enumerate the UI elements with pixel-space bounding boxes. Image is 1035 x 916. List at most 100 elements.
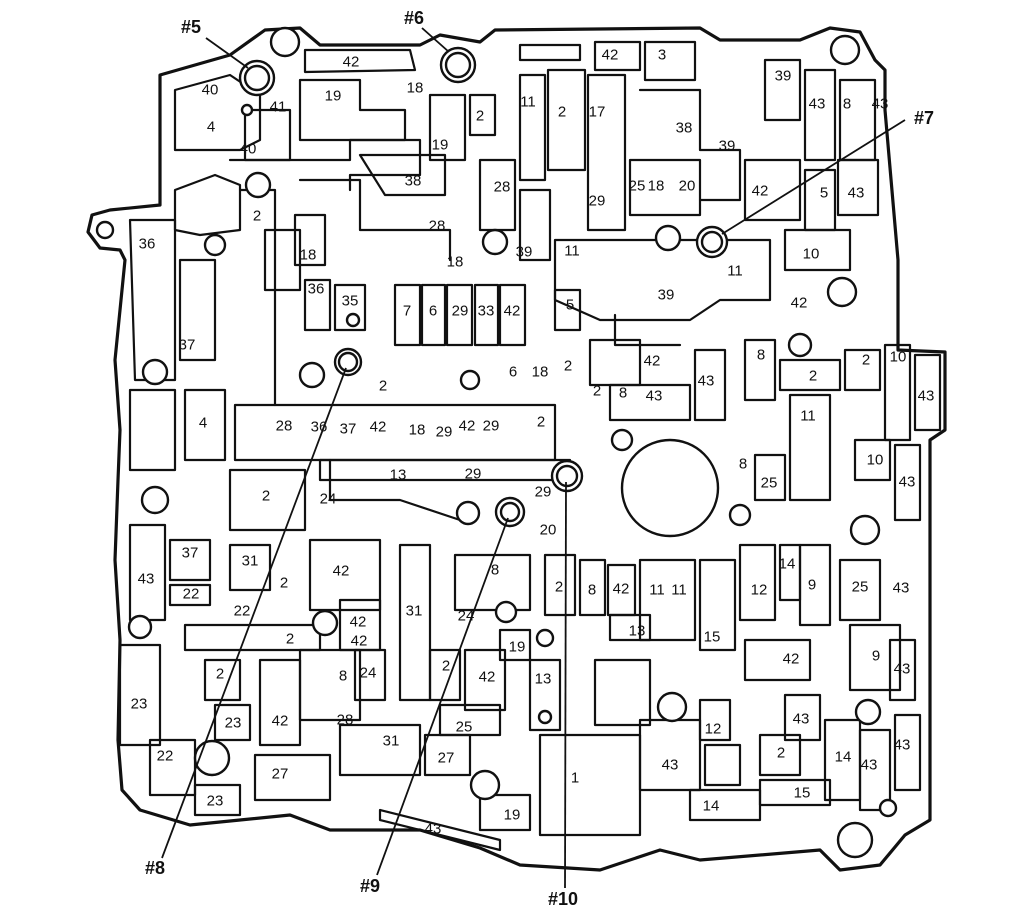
passage-label: 42: [350, 614, 367, 631]
passage-label: 43: [872, 96, 889, 113]
passage-label: 10: [890, 349, 907, 366]
passage-label: 22: [183, 586, 200, 603]
passage-label: 43: [809, 96, 826, 113]
passage-label: 40: [240, 141, 257, 158]
passage-label: 23: [131, 696, 148, 713]
passage-label: 8: [739, 456, 747, 473]
passage-label: 29: [483, 418, 500, 435]
passage-label: 43: [662, 757, 679, 774]
passage-label: 43: [646, 388, 663, 405]
passage-label: 2: [262, 488, 270, 505]
passage-label: 19: [325, 88, 342, 105]
passage-label: 31: [383, 733, 400, 750]
callout-8: #8: [145, 858, 165, 878]
passage-label: 8: [757, 347, 765, 364]
callout-rings: [238, 46, 729, 528]
passage-label: 14: [835, 749, 852, 766]
passage-label: 39: [719, 138, 736, 155]
passage-label: 25: [456, 719, 473, 736]
passage-label: 42: [351, 633, 368, 650]
passage-label: 11: [564, 243, 580, 260]
passage-label: 42: [783, 651, 800, 668]
passage-label: 25: [629, 178, 646, 195]
passage-label: 29: [436, 424, 453, 441]
passage-label: 42: [370, 419, 387, 436]
passage-label: 33: [478, 303, 495, 320]
passage-label: 5: [566, 297, 574, 314]
passage-label: 43: [918, 388, 935, 405]
passage-label: 5: [820, 185, 828, 202]
passage-label: 7: [403, 303, 411, 320]
passage-label: 18: [648, 178, 665, 195]
passage-label: 35: [342, 293, 359, 310]
passage-label: 43: [894, 661, 911, 678]
passage-label: 31: [406, 603, 423, 620]
callout-10: #10: [548, 889, 578, 909]
callout-9: #9: [360, 876, 380, 896]
passage-label: 43: [698, 373, 715, 390]
passage-label: 2: [216, 666, 224, 683]
passage-label: 11: [649, 582, 665, 599]
passage-label: 41: [270, 99, 287, 116]
passage-label: 42: [644, 353, 661, 370]
passage-label: 2: [564, 358, 572, 375]
passage-label: 22: [234, 603, 251, 620]
passage-label: 13: [390, 467, 407, 484]
passage-label: 42: [343, 54, 360, 71]
passage-label: 42: [602, 47, 619, 64]
passage-label: 23: [207, 793, 224, 810]
passage-label: 27: [272, 766, 289, 783]
passage-labels: 42 40 41 19 18 42 3 2 11 2 17 39 43 8 43…: [131, 47, 935, 838]
passage-label: 13: [535, 671, 552, 688]
passage-label: 2: [593, 383, 601, 400]
passage-label: 29: [535, 484, 552, 501]
passage-label: 29: [589, 193, 606, 210]
passage-label: 19: [432, 137, 449, 154]
passage-label: 4: [207, 119, 215, 136]
passage-label: 20: [540, 522, 557, 539]
passage-label: 43: [793, 711, 810, 728]
passage-label: 8: [588, 582, 596, 599]
passage-label: 43: [138, 571, 155, 588]
passage-label: 43: [425, 821, 442, 838]
passage-label: 38: [676, 120, 693, 137]
passage-label: 27: [438, 750, 455, 767]
passage-label: 4: [199, 415, 207, 432]
passage-label: 15: [704, 629, 721, 646]
passage-label: 3: [658, 47, 666, 64]
passage-label: 40: [202, 82, 219, 99]
passage-label: 1: [571, 770, 579, 787]
passage-label: 42: [459, 418, 476, 435]
passage-label: 10: [803, 246, 820, 263]
passage-label: 2: [558, 104, 566, 121]
passage-label: 2: [777, 745, 785, 762]
leader-lines: [161, 27, 906, 889]
passage-label: 36: [311, 419, 328, 436]
bolt-holes: [95, 26, 898, 859]
passage-label: 2: [253, 208, 261, 225]
callout-7: #7: [914, 108, 934, 128]
passage-label: 28: [276, 418, 293, 435]
passage-label: 24: [458, 608, 475, 625]
passage-label: 11: [671, 582, 687, 599]
passage-label: 18: [532, 364, 549, 381]
passage-label: 23: [225, 715, 242, 732]
passage-label: 31: [242, 553, 259, 570]
passage-label: 36: [139, 236, 156, 253]
passage-label: 8: [339, 668, 347, 685]
passage-label: 42: [504, 303, 521, 320]
passage-label: 2: [555, 579, 563, 596]
passage-label: 43: [848, 185, 865, 202]
passage-label: 39: [658, 287, 675, 304]
passage-label: 14: [779, 556, 796, 573]
passage-label: 24: [360, 665, 377, 682]
passage-label: 18: [447, 254, 464, 271]
passage-label: 39: [775, 68, 792, 85]
passage-label: 17: [589, 104, 606, 121]
passage-label: 2: [280, 575, 288, 592]
passage-label: 25: [852, 579, 869, 596]
passage-label: 2: [862, 352, 870, 369]
passage-label: 38: [405, 173, 422, 190]
